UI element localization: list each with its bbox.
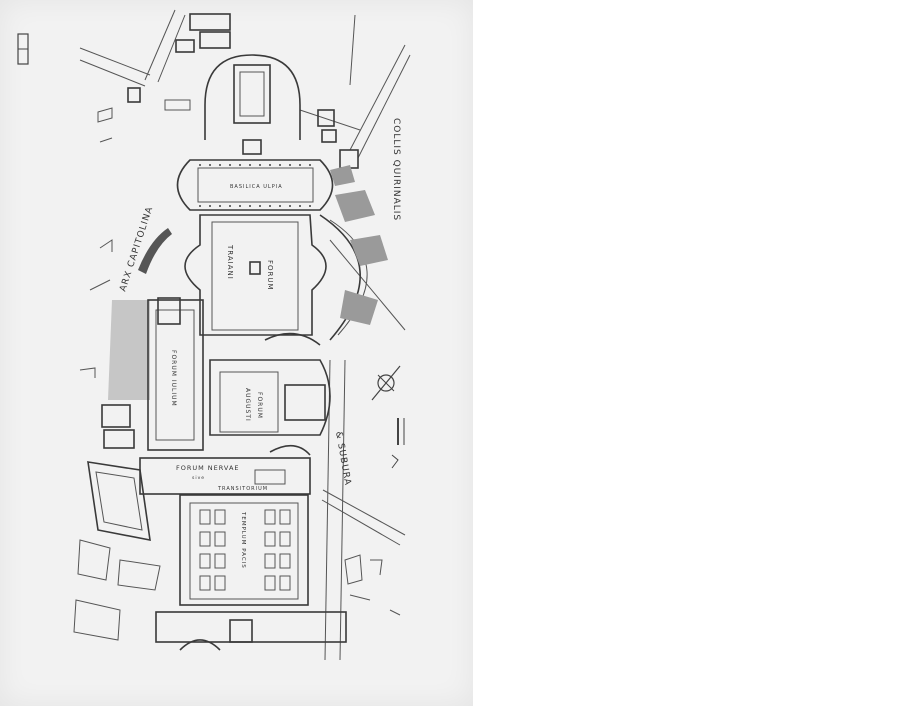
compass-rose-icon bbox=[371, 365, 401, 401]
curia-area bbox=[101, 404, 135, 449]
forum-augusti: FORUM AUGUSTI bbox=[209, 332, 331, 436]
forum-nervae-sive-label: sive bbox=[192, 475, 205, 481]
forum-iulium-label: FORUM IULIUM bbox=[170, 350, 177, 407]
basilica-ulpia: BASILICA ULPIA bbox=[176, 159, 334, 211]
forum-nervae-label: FORUM NERVAE bbox=[176, 464, 240, 472]
forum-augusti-label-1: FORUM bbox=[256, 392, 263, 419]
bottom-structures bbox=[73, 599, 347, 651]
forum-nervae: FORUM NERVAE sive TRANSITORIUM bbox=[139, 444, 311, 495]
basilica-ulpia-label: BASILICA ULPIA bbox=[230, 184, 283, 190]
subura-label: & SUBURA bbox=[333, 431, 352, 487]
templum-traiani bbox=[204, 54, 301, 155]
basilica-aemilia bbox=[77, 461, 161, 591]
forum-traiani-label-1: FORUM bbox=[266, 260, 274, 291]
forum-augusti-label-2: AUGUSTI bbox=[244, 388, 251, 422]
blank-area bbox=[473, 0, 902, 706]
forum-iulium: FORUM IULIUM bbox=[147, 297, 204, 451]
corner-marker-icon bbox=[17, 33, 29, 65]
scattered-ruins bbox=[344, 554, 401, 616]
top-building-blocks bbox=[127, 13, 359, 169]
collis-quirinalis-label: COLLIS QUIRINALIS bbox=[391, 118, 401, 221]
templum-pacis: TEMPLUM PACIS bbox=[179, 494, 309, 606]
scale-bar-icon bbox=[391, 418, 405, 469]
forum-transitorium-label: TRANSITORIUM bbox=[217, 486, 268, 492]
forum-plan-map: BASILICA ULPIA FORUM TRAIANI FORUM IULIU… bbox=[17, 9, 411, 661]
forum-traiani-label-2: TRAIANI bbox=[226, 244, 234, 280]
forum-traiani: FORUM TRAIANI bbox=[184, 214, 327, 336]
templum-pacis-label: TEMPLUM PACIS bbox=[240, 511, 246, 569]
left-hill-structures bbox=[79, 107, 172, 400]
map-sheet: BASILICA ULPIA FORUM TRAIANI FORUM IULIU… bbox=[0, 0, 473, 706]
mercatus-traiani bbox=[319, 165, 388, 341]
